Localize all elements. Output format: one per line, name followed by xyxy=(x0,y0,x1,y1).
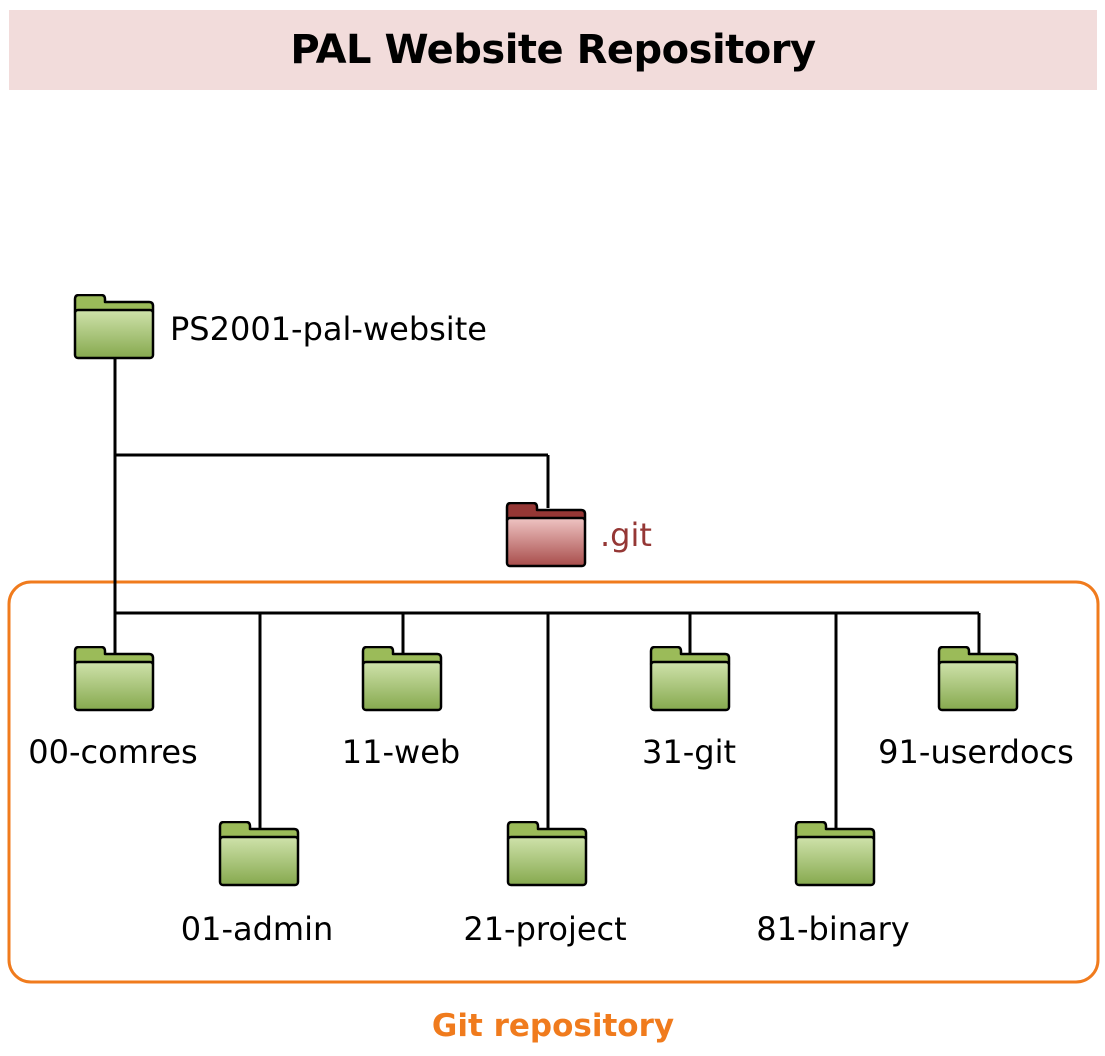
git-folder-label: .git xyxy=(600,516,652,554)
tree-connectors xyxy=(113,358,981,832)
folder-81-binary-label: 81-binary xyxy=(756,910,909,948)
title-banner: PAL Website Repository xyxy=(9,10,1097,90)
root-folder-label: PS2001-pal-website xyxy=(170,310,487,348)
git-repository-box xyxy=(7,580,1100,984)
git-repository-label: Git repository xyxy=(432,1008,674,1044)
folder-31-git-label: 31-git xyxy=(642,733,736,771)
folder-21-project-icon[interactable] xyxy=(506,821,588,887)
folder-11-web-label: 11-web xyxy=(342,733,460,771)
folder-00-comres-icon[interactable] xyxy=(73,646,155,712)
folder-81-binary-icon[interactable] xyxy=(794,821,876,887)
folder-21-project-label: 21-project xyxy=(463,910,626,948)
folder-31-git-icon[interactable] xyxy=(649,646,731,712)
folder-01-admin-label: 01-admin xyxy=(181,910,334,948)
folder-01-admin-icon[interactable] xyxy=(218,821,300,887)
root-folder-icon[interactable] xyxy=(73,294,155,360)
page-title: PAL Website Repository xyxy=(290,27,816,73)
folder-91-userdocs-icon[interactable] xyxy=(937,646,1019,712)
git-folder-icon[interactable] xyxy=(505,502,587,568)
folder-11-web-icon[interactable] xyxy=(361,646,443,712)
folder-91-userdocs-label: 91-userdocs xyxy=(878,733,1074,771)
folder-00-comres-label: 00-comres xyxy=(28,733,197,771)
